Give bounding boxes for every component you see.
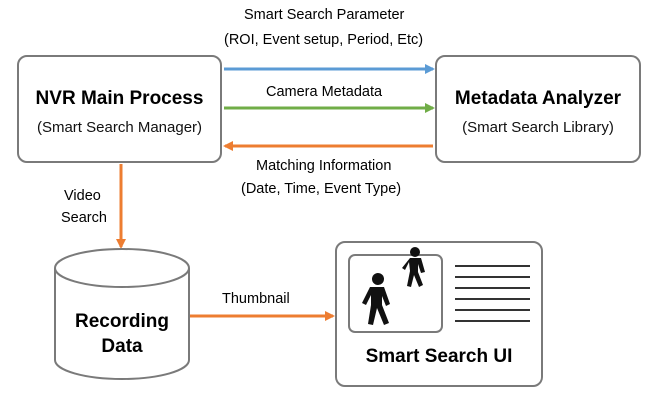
list-lines-icon <box>455 265 530 322</box>
nvr-main-process-box: NVR Main Process (Smart Search Manager) <box>17 55 222 163</box>
walking-person-large-icon <box>362 273 390 325</box>
analyzer-subtitle: (Smart Search Library) <box>462 119 614 136</box>
param-label-line1: Smart Search Parameter <box>244 7 405 23</box>
param-label-line2: (ROI, Event setup, Period, Etc) <box>224 32 424 48</box>
recording-data-cylinder <box>54 248 190 380</box>
nvr-subtitle: (Smart Search Manager) <box>36 119 203 136</box>
recording-title-line2: Data <box>101 336 143 357</box>
analyzer-title: Metadata Analyzer <box>454 88 622 109</box>
nvr-title: NVR Main Process <box>35 88 204 109</box>
walking-person-small-icon <box>402 247 425 287</box>
thumbnail-frame <box>348 254 443 333</box>
metadata-label: Camera Metadata <box>266 84 383 100</box>
video-label-line2: Search <box>61 210 107 226</box>
recording-title-line1: Recording <box>75 311 169 332</box>
matching-label-line1: Matching Information <box>256 158 392 174</box>
smart-search-ui-title: Smart Search UI <box>365 346 513 367</box>
matching-label-line2: (Date, Time, Event Type) <box>241 181 402 197</box>
thumbnail-label: Thumbnail <box>222 291 290 307</box>
video-label-line1: Video <box>64 188 101 204</box>
metadata-analyzer-box: Metadata Analyzer (Smart Search Library) <box>435 55 641 163</box>
